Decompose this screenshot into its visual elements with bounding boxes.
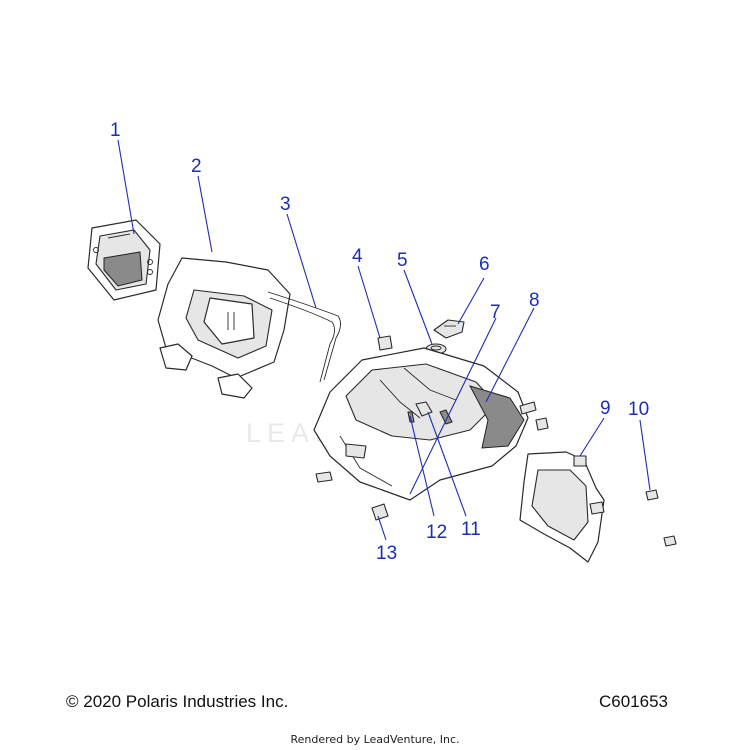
callout-9[interactable]: 9 <box>600 398 611 419</box>
part-8-dash-housing[interactable] <box>313 347 529 501</box>
part-7-bolt[interactable] <box>439 409 453 425</box>
part-1-display-gauge[interactable] <box>87 219 161 301</box>
part-3-trim-strip[interactable] <box>267 291 341 383</box>
callout-labels: 1 2 3 4 5 6 7 8 9 10 11 12 13 <box>110 120 649 564</box>
part-4-grommet[interactable] <box>377 335 393 351</box>
callout-11[interactable]: 11 <box>461 519 481 540</box>
part-10-screw[interactable] <box>645 489 677 547</box>
rendered-by-credit: Rendered by LeadVenture, Inc. <box>290 733 460 746</box>
copyright-text: © 2020 Polaris Industries Inc. <box>66 692 289 711</box>
callout-1[interactable]: 1 <box>110 120 121 141</box>
callout-10[interactable]: 10 <box>628 399 649 420</box>
callout-13[interactable]: 13 <box>376 543 397 564</box>
callout-2[interactable]: 2 <box>191 156 202 177</box>
callout-5[interactable]: 5 <box>397 250 408 271</box>
leader-lines <box>117 139 651 541</box>
callout-12[interactable]: 12 <box>426 522 447 543</box>
callout-8[interactable]: 8 <box>529 290 540 311</box>
part-6-clip[interactable] <box>433 319 465 339</box>
part-9-cover-panel[interactable] <box>519 451 605 563</box>
callout-6[interactable]: 6 <box>479 254 490 275</box>
part-13-fastener[interactable] <box>371 503 389 521</box>
loose-fastener <box>315 401 549 483</box>
callout-7[interactable]: 7 <box>490 302 501 323</box>
callout-3[interactable]: 3 <box>280 194 291 215</box>
part-12-pin[interactable] <box>407 411 415 423</box>
diagram-code: C601653 <box>598 692 668 711</box>
callout-4[interactable]: 4 <box>352 246 363 267</box>
part-2-instrument-pod[interactable] <box>157 257 291 399</box>
